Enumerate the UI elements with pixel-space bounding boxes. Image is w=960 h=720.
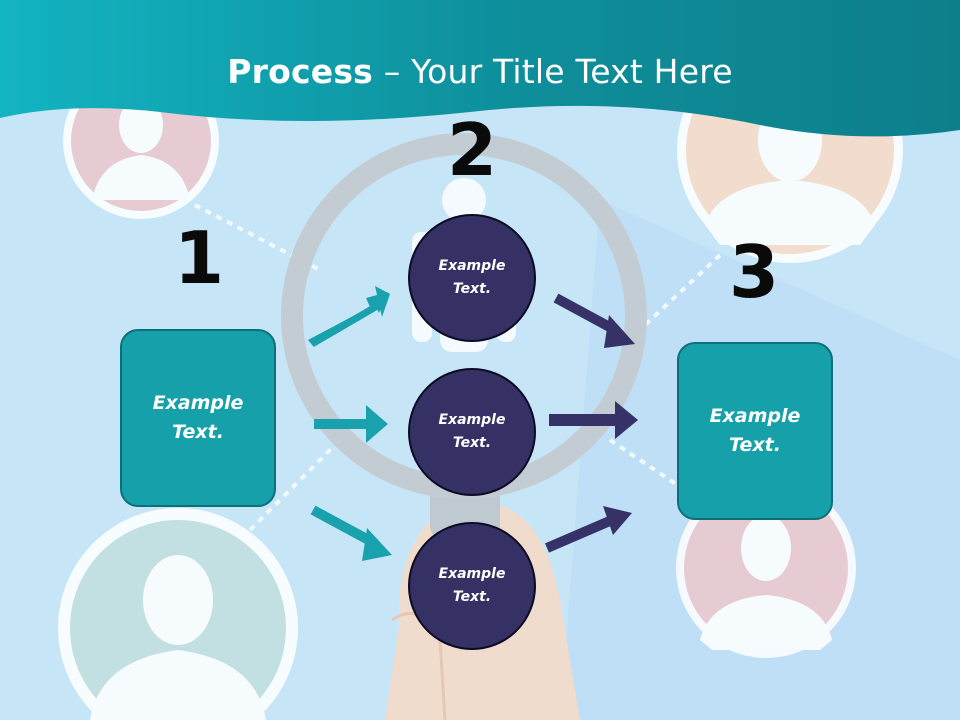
step-3-box-text: Example Text. (709, 405, 801, 456)
circle-middle: Example Text. (408, 368, 536, 496)
circle-top: Example Text. (408, 214, 536, 342)
circle-top-text: Example Text. (438, 258, 506, 297)
step-1-box-text: Example Text. (152, 392, 244, 443)
title-rest: – Your Title Text Here (373, 52, 733, 91)
circle-bottom: Example Text. (408, 522, 536, 650)
arrow-right-navy-icon (549, 401, 638, 439)
step-number-2: 2 (446, 108, 498, 192)
avatar-bottom-right-icon (676, 478, 856, 658)
avatar-bottom-left-icon (58, 508, 298, 720)
circle-middle-text: Example Text. (438, 412, 506, 451)
dotted-connectors (194, 203, 722, 532)
arrow-up-right-teal-icon (308, 286, 390, 348)
step-1-box: Example Text. (120, 329, 276, 507)
step-number-1: 1 (173, 216, 225, 300)
arrow-down-right-teal-icon (310, 505, 392, 561)
arrow-down-right-navy-icon (553, 293, 635, 348)
header-band (0, 0, 960, 137)
arrow-up-right-navy-icon (545, 506, 632, 553)
title-bold: Process (227, 52, 374, 91)
slide-title: Process – Your Title Text Here (0, 52, 960, 91)
step-number-3: 3 (728, 230, 780, 314)
arrow-right-teal-icon (314, 405, 388, 443)
circle-bottom-text: Example Text. (438, 566, 506, 605)
step-3-box: Example Text. (677, 342, 833, 520)
